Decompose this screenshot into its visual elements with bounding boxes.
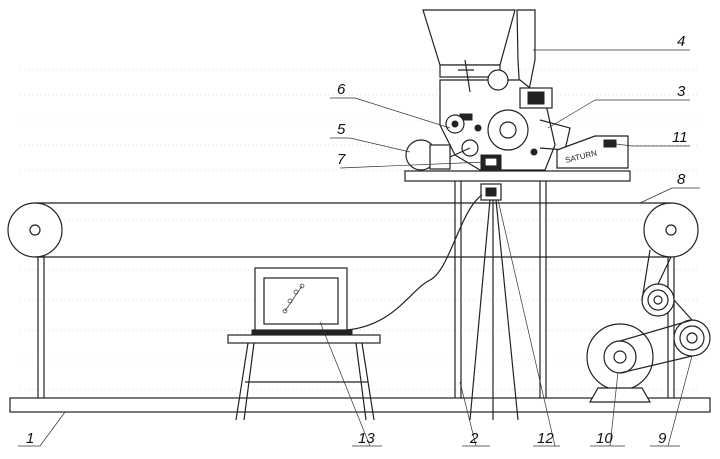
laptop-table: [227, 334, 381, 421]
leader-lines: [18, 49, 700, 447]
base-frame: [9, 230, 711, 413]
laptop: [251, 267, 353, 336]
label-7: 7: [337, 151, 346, 168]
background-hatching: [20, 69, 700, 391]
label-6: 6: [337, 81, 346, 98]
label-9: 9: [658, 430, 667, 447]
camera-tripod: [469, 183, 519, 421]
controller-box: SATURN: [556, 135, 629, 169]
label-1: 1: [26, 430, 34, 447]
label-11: 11: [672, 129, 688, 146]
label-10: 10: [596, 430, 613, 447]
label-13: 13: [358, 430, 375, 447]
label-8: 8: [677, 171, 686, 188]
hopper: [422, 9, 536, 96]
electric-motor: [586, 323, 654, 403]
label-12: 12: [537, 430, 554, 447]
data-cable: [346, 194, 483, 331]
label-2: 2: [469, 430, 479, 447]
central-stand: [404, 170, 631, 398]
label-5: 5: [337, 121, 346, 138]
pulley-drive: [619, 249, 711, 374]
label-3: 3: [677, 83, 686, 100]
conveyor-belt: [7, 202, 699, 258]
drive-motor: [405, 139, 471, 171]
label-4: 4: [677, 33, 685, 50]
